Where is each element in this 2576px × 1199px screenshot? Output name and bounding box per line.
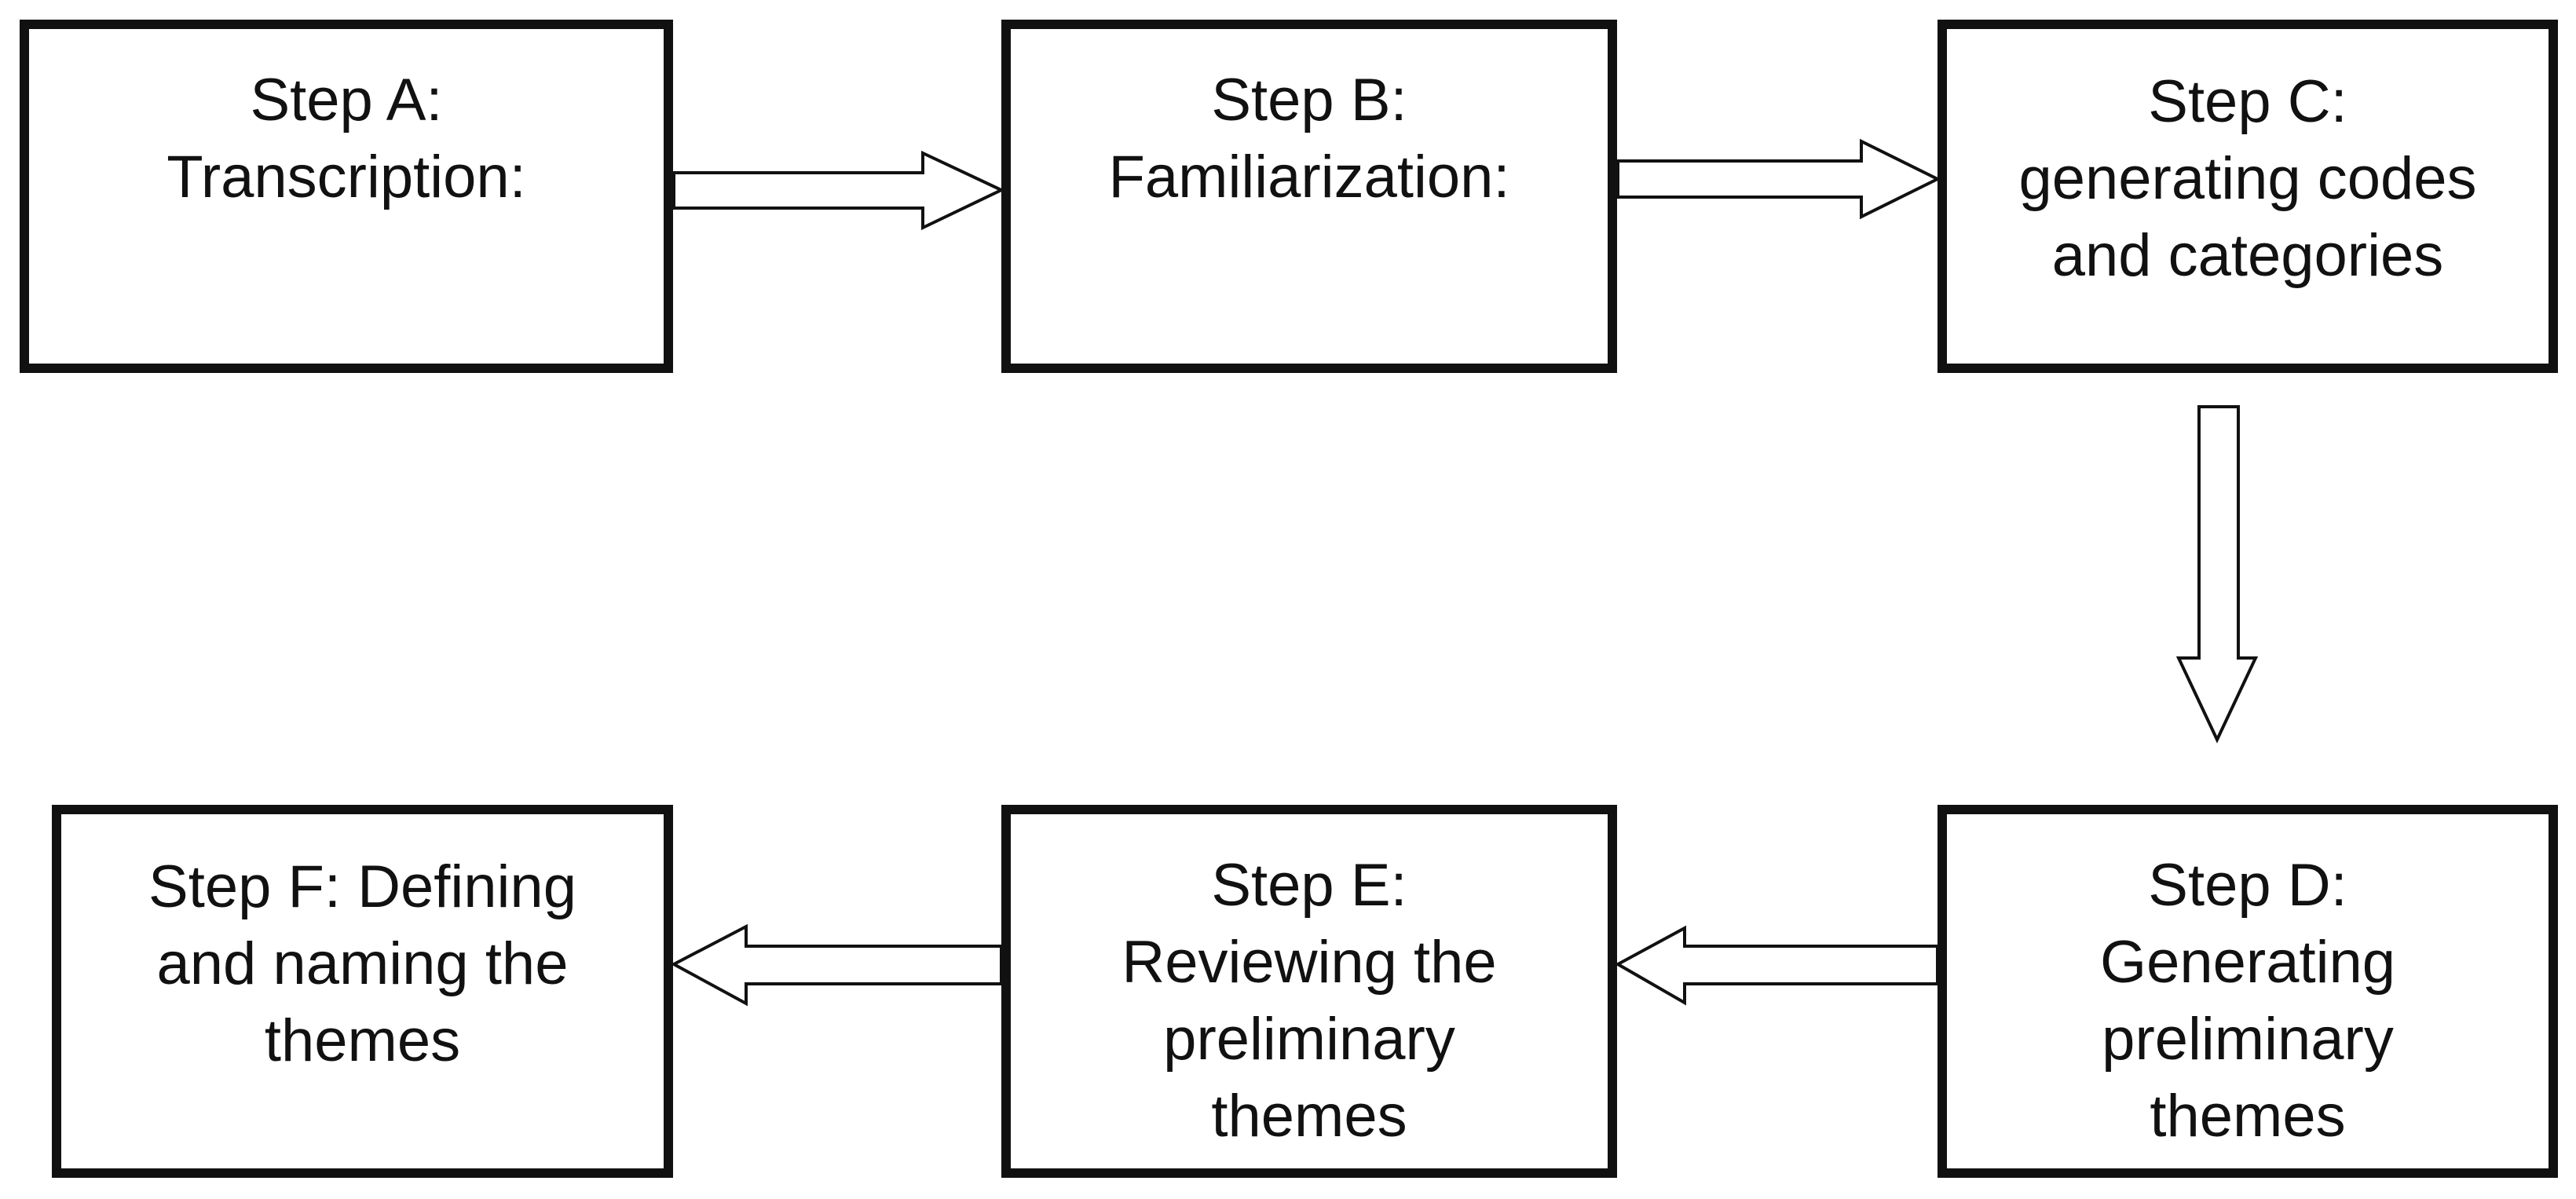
arrow-a-to-b	[672, 150, 1005, 231]
step-c-box: Step C: generating codes and categories	[1937, 20, 2558, 373]
step-f-label: Step F: Defining and naming the themes	[148, 854, 576, 1074]
step-d-box: Step D: Generating preliminary themes	[1937, 805, 2558, 1178]
step-b-box: Step B: Familiarization:	[1001, 20, 1617, 373]
step-a-label: Step A: Transcription:	[166, 67, 526, 210]
step-a-box: Step A: Transcription:	[20, 20, 673, 373]
step-d-label: Step D: Generating preliminary themes	[2099, 852, 2396, 1150]
step-c-label: Step C: generating codes and categories	[2018, 68, 2477, 289]
step-f-box: Step F: Defining and naming the themes	[52, 805, 673, 1178]
step-b-label: Step B: Familiarization:	[1108, 67, 1510, 210]
arrow-c-to-d	[2175, 405, 2259, 744]
arrow-e-to-f	[670, 923, 1003, 1007]
arrow-d-to-e	[1614, 925, 1939, 1006]
step-e-box: Step E: Reviewing the preliminary themes	[1001, 805, 1617, 1178]
arrow-b-to-c	[1616, 138, 1941, 220]
step-e-label: Step E: Reviewing the preliminary themes	[1122, 852, 1497, 1150]
